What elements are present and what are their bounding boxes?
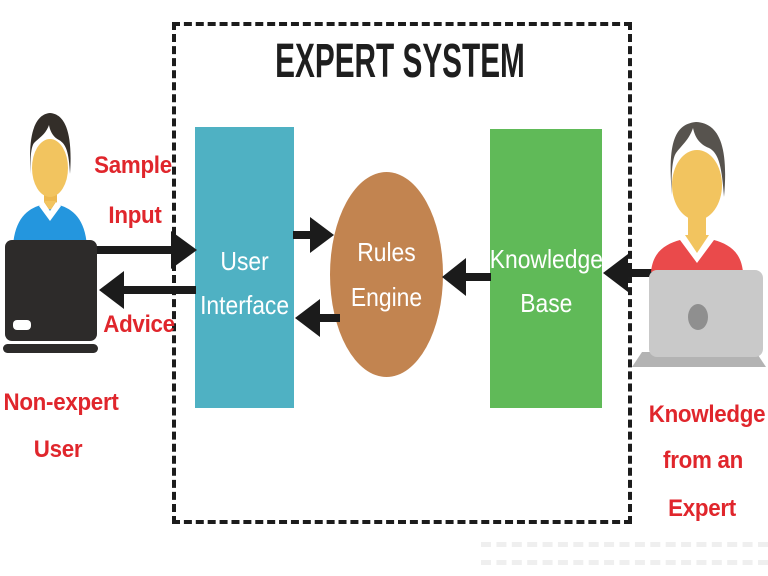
avatar-face: [672, 150, 722, 220]
rules-engine-label-line1: Rules: [357, 236, 416, 267]
avatar-hair: [30, 113, 71, 174]
sample-input-label-line1: Sample: [94, 152, 172, 179]
laptop-icon: [3, 240, 98, 353]
avatar-chest: [44, 201, 56, 210]
user-interface-label-line2: Interface: [199, 290, 290, 320]
laptop-icon: [632, 270, 766, 367]
avatar-face: [32, 139, 68, 197]
laptop-logo: [688, 304, 708, 330]
avatar-shirt: [651, 240, 743, 272]
expert-knowledge-label-line2: from an: [663, 447, 743, 474]
rules-engine-ellipse: Rules Engine: [330, 172, 443, 377]
advice-arrow: [99, 271, 196, 309]
kb-to-rules-arrow: [442, 258, 491, 296]
user-interface-label: User Interface: [200, 239, 289, 327]
sample-input-arrow: [95, 231, 197, 269]
non-expert-user-label-line2: User: [33, 436, 83, 463]
sample-input-label-line2: Input: [108, 202, 162, 229]
non-expert-user-avatar-icon: [3, 113, 98, 353]
rules-engine-label-line2: Engine: [350, 281, 423, 312]
expert-knowledge-label-line3: Expert: [668, 495, 736, 522]
laptop-base: [3, 344, 98, 353]
faint-dashed-line-bottom: [481, 560, 768, 565]
knowledge-base-label: Knowledge Base: [489, 237, 602, 325]
avatar-chest: [685, 235, 709, 253]
diagram-title: EXPERT SYSTEM: [275, 35, 525, 88]
expert-to-kb-arrow: [603, 254, 652, 292]
avatar-collar: [39, 202, 61, 221]
faint-dashed-line-top: [481, 542, 768, 547]
avatar-shirt: [13, 205, 87, 246]
knowledge-base-box: Knowledge Base: [489, 129, 603, 408]
expert-avatar-icon: [632, 122, 766, 367]
knowledge-base-label-line2: Base: [519, 287, 573, 318]
user-interface-box: User Interface: [195, 127, 294, 408]
rules-engine-label: Rules Engine: [351, 230, 422, 320]
non-expert-user-label-line1: Non-expert: [3, 389, 119, 416]
expert-knowledge-label-line1: Knowledge: [648, 401, 766, 428]
laptop-logo: [13, 320, 31, 330]
rules-to-ui-arrow: [295, 299, 340, 337]
advice-label: Advice: [103, 311, 175, 338]
avatar-hair: [670, 122, 726, 197]
ui-to-rules-arrow: [293, 217, 334, 253]
knowledge-base-label-line1: Knowledge: [489, 243, 603, 274]
user-interface-label-line1: User: [220, 246, 269, 276]
